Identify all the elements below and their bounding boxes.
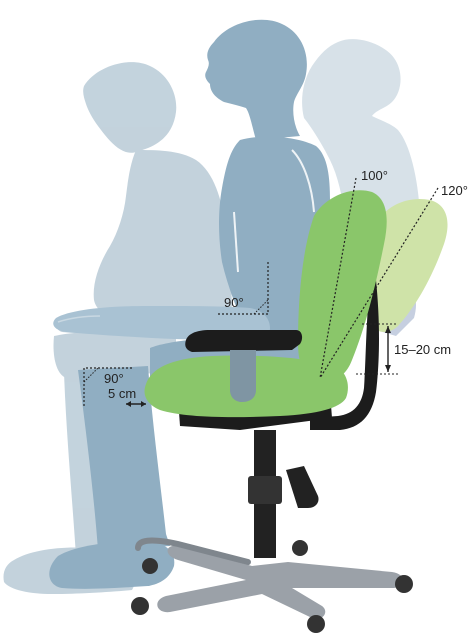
forward-figure-torso <box>94 150 232 318</box>
reclined-backrest-angle-label: 120° <box>441 183 468 198</box>
tilt-knob <box>286 466 319 508</box>
chair-base <box>157 546 403 619</box>
caster-back <box>292 540 308 556</box>
upright-figure-head <box>205 20 307 140</box>
caster-back-left <box>142 558 158 574</box>
forward-figure-head <box>83 62 176 153</box>
arrow-down-icon <box>385 365 391 372</box>
seat-edge-gap-label: 5 cm <box>108 386 136 401</box>
lumbar-height-label: 15–20 cm <box>394 342 451 357</box>
upright-backrest-angle-label: 100° <box>361 168 388 183</box>
elbow-angle-label: 90° <box>224 295 244 310</box>
caster-right <box>395 575 413 593</box>
knee-angle-label: 90° <box>104 371 124 386</box>
caster-front-left <box>131 597 149 615</box>
caster-front <box>307 615 325 633</box>
